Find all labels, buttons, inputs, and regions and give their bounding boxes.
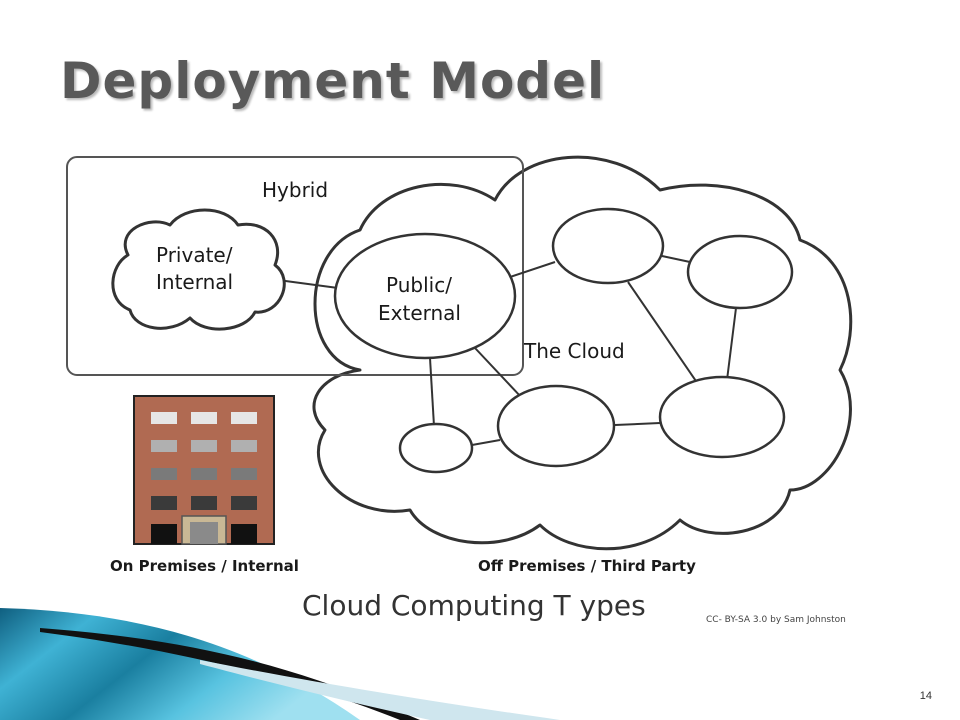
private-label-line2: Internal <box>156 270 233 294</box>
hybrid-label: Hybrid <box>262 178 328 202</box>
hybrid-boundary-box <box>66 156 524 376</box>
public-label-line1: Public/ <box>386 273 452 297</box>
page-number: 14 <box>919 690 932 702</box>
private-internal-cloud <box>111 208 286 331</box>
slide-title: Deployment Model <box>60 52 606 110</box>
network-links <box>277 255 737 446</box>
cloud-node-top <box>551 207 665 285</box>
license-credit: CC- BY-SA 3.0 by Sam Johnston <box>706 615 846 625</box>
public-label-line2: External <box>378 301 461 325</box>
decorative-swoosh <box>0 608 560 720</box>
cloud-node-bottom-center <box>496 384 616 468</box>
cloud-node-small <box>398 422 474 474</box>
cloud-node-bottom-right <box>658 375 786 459</box>
off-premises-label: Off Premises / Third Party <box>478 557 696 575</box>
cloud-node-right <box>686 234 794 310</box>
building-icon <box>133 395 275 545</box>
the-cloud-label: The Cloud <box>523 339 625 363</box>
public-external-node <box>333 232 517 360</box>
private-label-line1: Private/ <box>156 243 233 267</box>
diagram-caption: Cloud Computing T ypes <box>302 589 646 622</box>
on-premises-label: On Premises / Internal <box>110 557 299 575</box>
